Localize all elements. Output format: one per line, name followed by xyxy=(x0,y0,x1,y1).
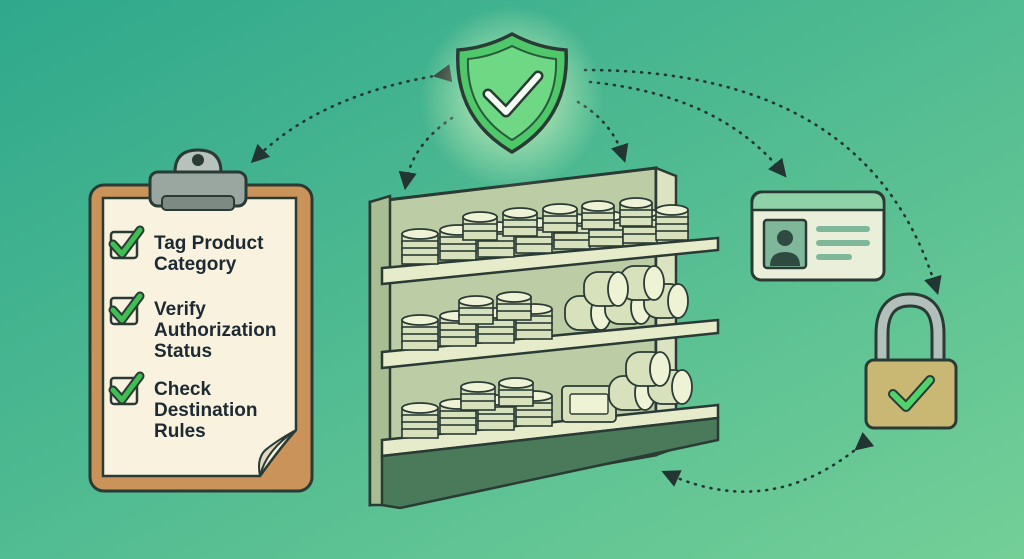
checklist-item-label: Check xyxy=(154,379,211,400)
checklist-item-label: Rules xyxy=(154,421,206,442)
clipboard-checklist-icon xyxy=(88,148,314,493)
rolled-product xyxy=(619,265,665,301)
checklist-item-label: Status xyxy=(154,341,212,362)
rolled-product xyxy=(625,351,671,387)
product-stack xyxy=(462,211,498,241)
product-stack xyxy=(458,295,494,325)
product-stack xyxy=(542,203,578,233)
product-stack xyxy=(498,377,534,407)
checklist-item-label: Authorization xyxy=(154,320,276,341)
product-stack xyxy=(515,390,553,427)
arrow-shield-to-padlock xyxy=(583,68,942,295)
product-stacks xyxy=(401,197,693,439)
product-stack xyxy=(655,204,689,241)
checklist-item-label: Verify xyxy=(154,299,206,320)
checklist-item-label: Tag Product xyxy=(154,233,264,254)
product-stack xyxy=(496,291,532,321)
product-shelf-icon xyxy=(368,166,720,510)
arrow-shield-to-id-card xyxy=(588,80,787,178)
checklist-item-label: Destination xyxy=(154,400,257,421)
arrow-shield-to-clipboard xyxy=(250,64,453,164)
arrow-padlock-to-shelf xyxy=(661,432,875,493)
checklist-item-label: Category xyxy=(154,254,237,275)
product-stack xyxy=(581,200,615,230)
product-stack xyxy=(401,314,439,351)
shield-check-icon xyxy=(456,32,568,155)
checklist: Tag ProductCategoryVerifyAuthorizationSt… xyxy=(108,225,276,442)
product-stack xyxy=(502,207,538,237)
product-stack xyxy=(619,197,653,227)
boxed-product xyxy=(561,385,617,423)
product-stack xyxy=(401,228,439,265)
rolled-product xyxy=(583,271,629,307)
product-stack xyxy=(515,303,553,340)
product-stack xyxy=(401,402,439,439)
id-card-icon xyxy=(750,190,886,282)
product-stack xyxy=(460,381,496,411)
padlock-check-icon xyxy=(864,292,958,430)
